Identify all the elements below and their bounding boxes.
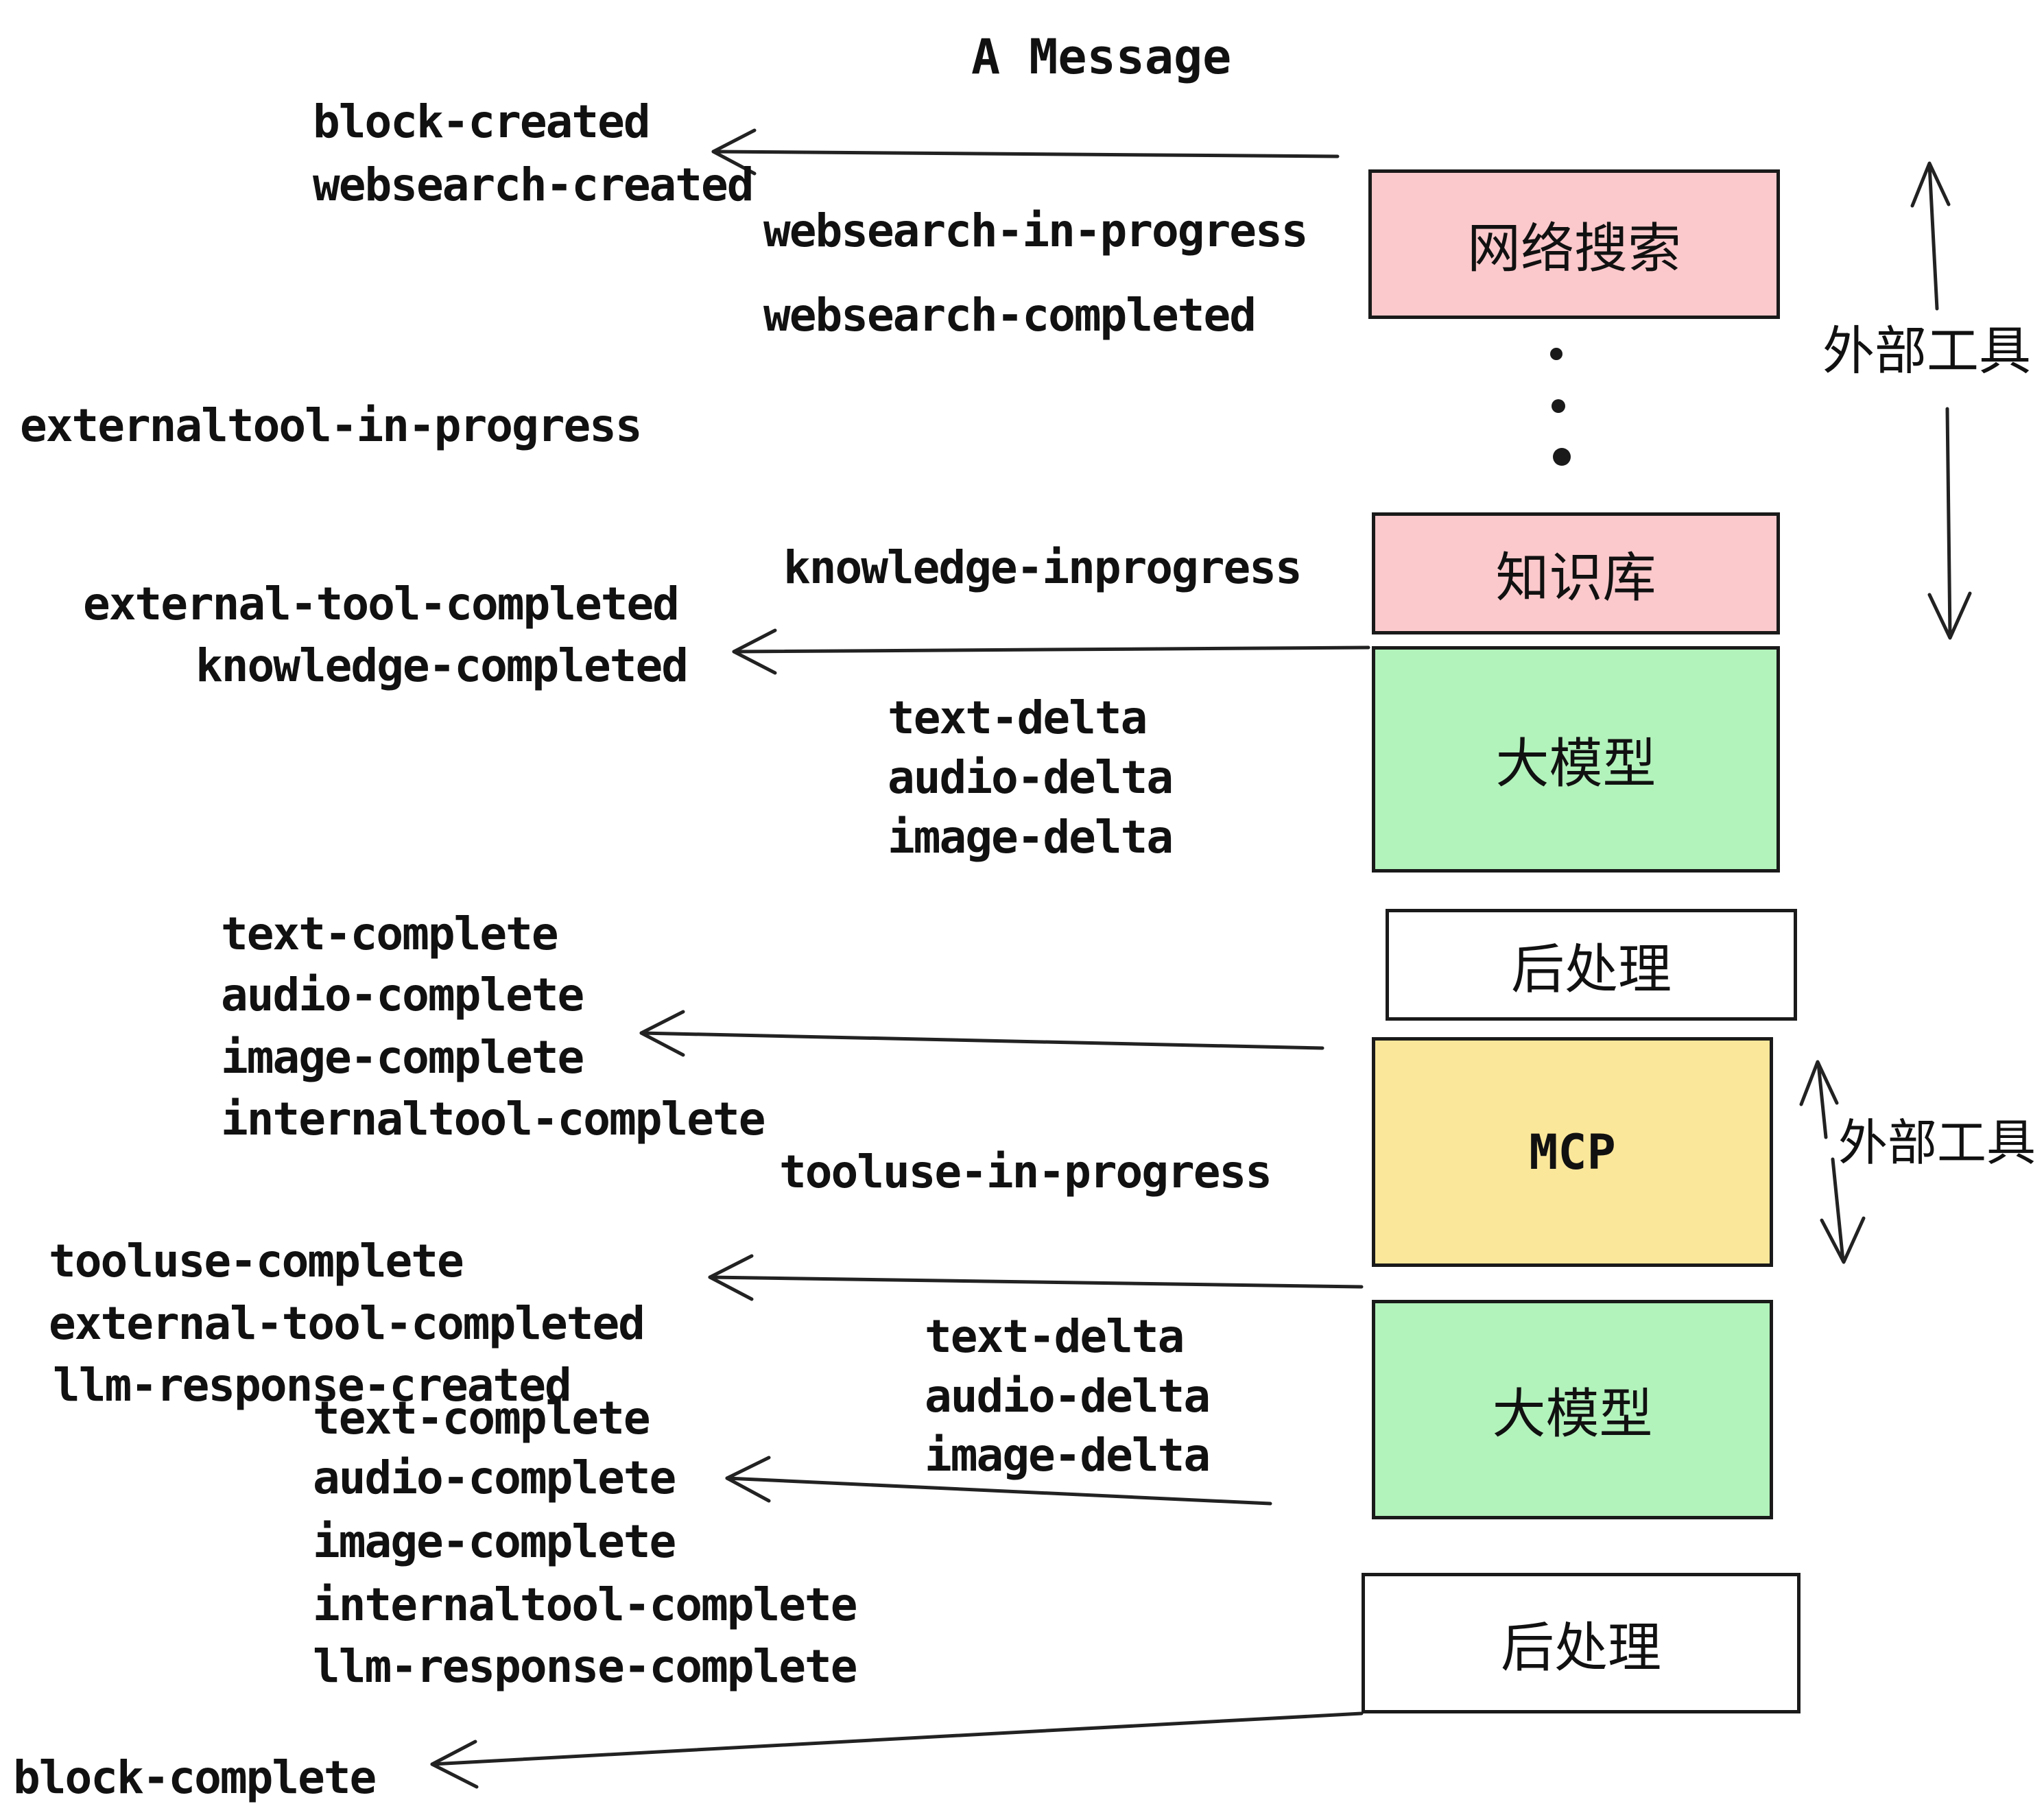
box-llm-1: 大模型 [1372,646,1780,873]
box-post-1: 后处理 [1386,909,1797,1021]
box-llm-1-label: 大模型 [1495,733,1656,795]
double-arrow-external-tools-mcp-icon [1799,1060,1866,1264]
event-label-llm-response-created: llm-response-created [53,1359,572,1412]
event-label-websearch-in-progress: websearch-in-progress [763,204,1308,257]
event-label-llm-response-complete: llm-response-complete [313,1640,857,1693]
arrow-image-complete-icon [639,1010,1324,1057]
ellipsis-dots-icon [1550,348,1571,466]
box-mcp: MCP [1372,1037,1773,1267]
event-label-image-delta-1: image-delta [888,811,1174,864]
annotation-external-tools-top: 外部工具 [1822,320,2031,381]
event-label-image-delta-2: image-delta [925,1429,1211,1482]
page-title: A Message [971,29,1232,85]
event-label-external-tool-completed: external-tool-completed [83,578,680,630]
event-label-text-complete-1: text-complete [221,907,559,960]
box-mcp-label: MCP [1529,1124,1616,1180]
double-arrow-external-tools-top-icon [1910,161,1972,640]
event-label-external-tool-completed-2: external-tool-completed [49,1297,645,1350]
event-label-externaltool-in-progress: externaltool-in-progress [20,399,643,452]
event-label-audio-delta-2: audio-delta [925,1370,1211,1423]
event-label-image-complete-2: image-complete [313,1515,676,1568]
event-label-tooluse-in-progress: tooluse-in-progress [779,1146,1272,1198]
event-label-image-complete-1: image-complete [221,1031,584,1084]
box-websearch-label: 网络搜索 [1466,218,1681,280]
event-label-text-delta-2: text-delta [925,1310,1185,1363]
box-knowledge: 知识库 [1372,512,1780,634]
event-label-knowledge-completed: knowledge-completed [195,639,689,692]
box-post-2: 后处理 [1362,1573,1801,1713]
event-label-internaltool-complete-1: internaltool-complete [221,1093,765,1146]
arrow-tooluse-complete-icon [708,1254,1364,1301]
event-label-internaltool-complete-2: internaltool-complete [313,1578,857,1631]
box-knowledge-label: 知识库 [1495,547,1656,609]
event-label-websearch-completed: websearch-completed [763,289,1257,342]
event-label-websearch-created: websearch-created [313,158,754,211]
box-post-2-label: 后处理 [1500,1617,1661,1679]
event-label-block-complete: block-complete [13,1751,377,1804]
box-llm-2-label: 大模型 [1492,1384,1653,1445]
box-websearch: 网络搜索 [1368,169,1780,319]
arrow-audio-complete-icon [725,1456,1272,1506]
event-label-audio-delta-1: audio-delta [888,751,1174,804]
event-label-tooluse-complete: tooluse-complete [49,1235,464,1287]
arrow-knowledge-completed-icon [732,628,1370,675]
arrow-block-created-icon [711,128,1340,176]
event-label-text-delta-1: text-delta [888,691,1148,744]
arrow-block-complete-icon [430,1711,1364,1789]
event-label-audio-complete-1: audio-complete [221,969,584,1021]
event-label-text-complete-2: text-complete [313,1392,651,1445]
event-label-block-created: block-created [313,95,651,148]
box-post-1-label: 后处理 [1510,938,1672,1001]
annotation-external-tools-mcp: 外部工具 [1838,1114,2036,1172]
event-label-knowledge-inprogress: knowledge-inprogress [783,541,1303,594]
box-llm-2: 大模型 [1372,1300,1773,1519]
event-label-audio-complete-2: audio-complete [313,1451,676,1504]
